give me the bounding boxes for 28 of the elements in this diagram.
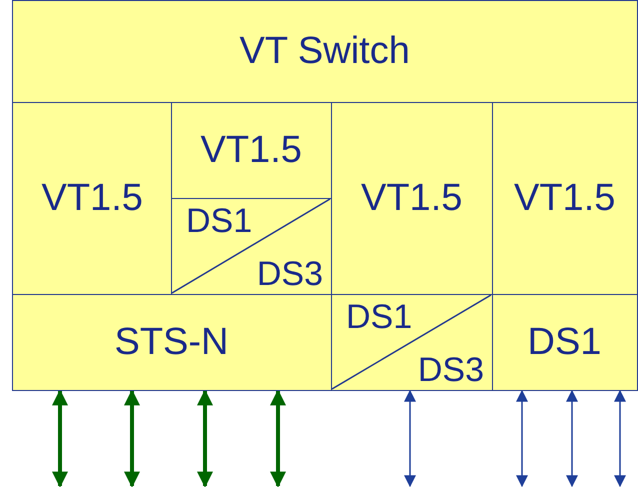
split-cell [331, 294, 493, 391]
double-arrow [124, 389, 140, 487]
cell-label: DS1 [528, 322, 602, 362]
cell-label: DS1 [186, 201, 252, 241]
block-cell [12, 0, 638, 103]
cell-label: VT1.5 [514, 178, 616, 218]
double-arrow [404, 390, 416, 487]
cell-label: STS-N [114, 322, 228, 362]
double-arrow [270, 389, 286, 487]
double-arrow [52, 389, 68, 487]
double-arrow [614, 390, 626, 487]
block-cell [12, 294, 332, 391]
cell-label: DS1 [346, 297, 412, 337]
cell-label: VT1.5 [42, 178, 143, 218]
block-cell [492, 102, 638, 295]
double-arrow [566, 390, 578, 487]
cell-label: DS3 [256, 254, 323, 294]
double-arrow [516, 390, 528, 487]
block-cell [492, 294, 638, 391]
block-cell [171, 102, 332, 199]
cell-label: DS3 [418, 350, 484, 390]
cell-label: VT Switch [240, 31, 410, 71]
block-cell [331, 102, 493, 295]
cell-label: VT1.5 [200, 130, 302, 170]
cell-label: VT1.5 [361, 178, 462, 218]
split-cell [171, 198, 332, 295]
double-arrow [197, 389, 213, 487]
block-cell [12, 102, 173, 295]
